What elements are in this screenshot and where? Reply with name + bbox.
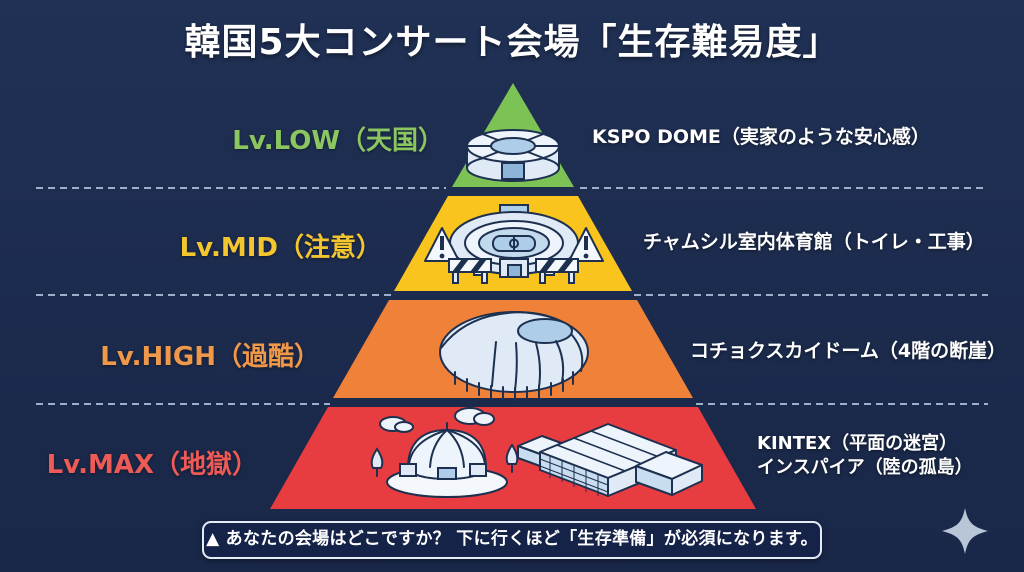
tier-mid-label: Lv.MID（注意）: [179, 233, 382, 263]
warning-sign-icon: [424, 227, 460, 262]
kintex-dome-icon: [370, 407, 519, 498]
tier-low-label: Lv.LOW（天国）: [232, 126, 444, 156]
sparkle-icon: [942, 508, 988, 554]
inspire-complex-icon: [517, 423, 703, 497]
footer-note: ▲ あなたの会場はどこですか？ 下に行くほど「生存準備」が必須になります。: [202, 521, 822, 559]
construction-barrier-icon: [448, 258, 492, 284]
gocheok-sky-dome-icon: [439, 311, 589, 401]
tier-high-label: Lv.HIGH（過酷）: [100, 342, 320, 372]
page-title: 韓国5大コンサート会場「生存難易度」: [184, 22, 840, 63]
tier-mid-venue: チャムシル室内体育館（トイレ・工事）: [643, 231, 985, 253]
tier-low-venue: KSPO DOME（実家のような安心感）: [592, 126, 930, 148]
dashed-separators: [36, 187, 988, 405]
construction-barrier-icon: [535, 258, 579, 284]
tier-max-label: Lv.MAX（地獄）: [46, 450, 258, 480]
tier-high-venue: コチョクスカイドーム（4階の断崖）: [690, 340, 1007, 362]
tier-max-venue: KINTEX（平面の迷宮） インスパイア（陸の孤島）: [757, 432, 973, 480]
tier-max-venue-line1: KINTEX（平面の迷宮）: [757, 433, 958, 454]
kspo-dome-icon: [466, 129, 560, 182]
tier-max-venue-line2: インスパイア（陸の孤島）: [757, 457, 973, 478]
warning-sign-icon: [568, 227, 604, 262]
